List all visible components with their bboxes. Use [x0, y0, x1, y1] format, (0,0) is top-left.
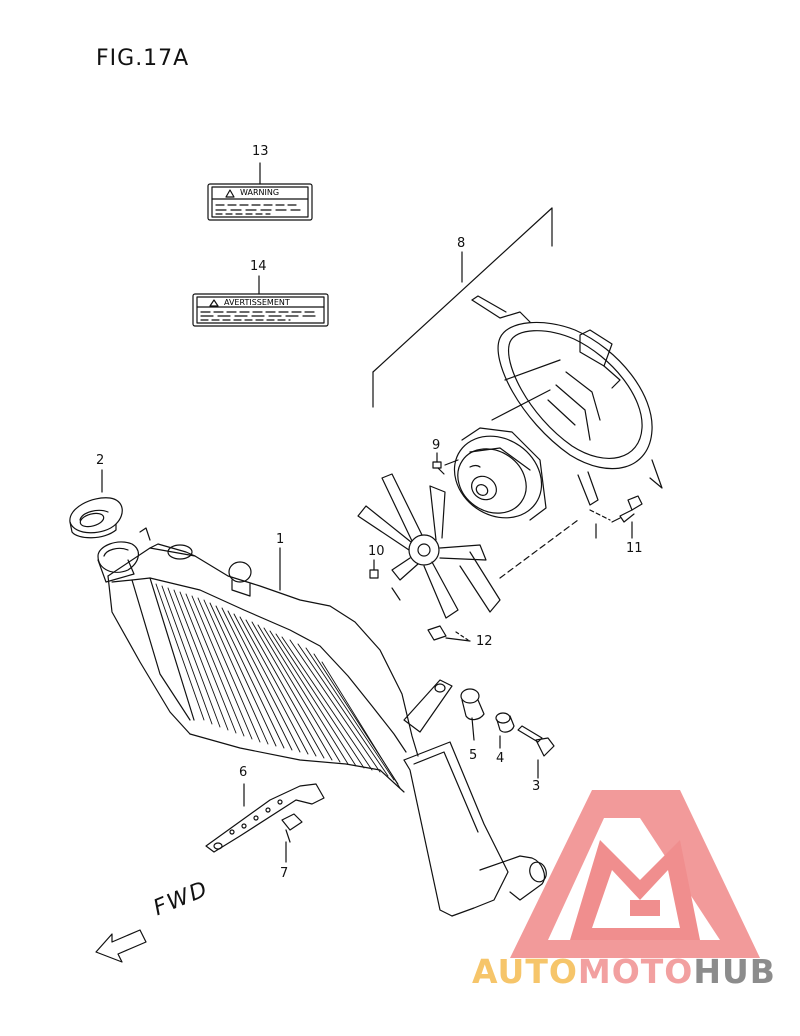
cushion-5-drawing	[460, 688, 485, 741]
fwd-arrow-icon	[95, 929, 147, 963]
screw-9-drawing	[432, 452, 445, 475]
watermark-part-auto: AUTO	[472, 952, 578, 991]
warning-label-drawing	[207, 162, 313, 221]
callout-9: 9	[432, 438, 441, 453]
bolt-11-drawing	[589, 495, 643, 539]
callout-14: 14	[250, 259, 267, 274]
callout-3: 3	[532, 779, 541, 794]
avertissement-label-text: AVERTISSEMENT	[224, 298, 290, 307]
watermark-part-moto: MOTO	[577, 952, 694, 991]
callout-11: 11	[626, 541, 643, 556]
automotohub-logo-icon	[510, 790, 760, 958]
callout-10: 10	[368, 544, 385, 559]
bolt-3-drawing	[517, 725, 555, 779]
bracket-6-drawing	[205, 783, 325, 853]
nut-12-drawing	[427, 625, 471, 642]
screw-10-drawing	[369, 559, 379, 579]
callout-2: 2	[96, 453, 105, 468]
watermark-part-hub: HUB	[693, 952, 776, 991]
callout-5: 5	[469, 748, 478, 763]
fan-shroud-drawing	[471, 295, 663, 506]
callout-8: 8	[457, 236, 466, 251]
radiator-cap-drawing	[69, 469, 123, 539]
callout-13: 13	[252, 144, 269, 159]
collar-4-drawing	[495, 712, 515, 749]
callout-1: 1	[276, 532, 285, 547]
avertissement-label-drawing	[192, 275, 329, 327]
figure-title: FIG.17A	[96, 46, 190, 71]
callout-12: 12	[476, 634, 493, 649]
callout-7: 7	[280, 866, 289, 881]
warning-label-text: WARNING	[240, 188, 280, 197]
fan-motor-drawing	[444, 427, 547, 521]
watermark-brand: AUTOMOTOHUB	[472, 952, 776, 991]
assembly-bracket-8	[372, 207, 553, 408]
callout-6: 6	[239, 765, 248, 780]
fan-blade-drawing	[357, 473, 501, 619]
bolt-7-drawing	[281, 813, 303, 863]
callout-4: 4	[496, 751, 505, 766]
radiator-drawing	[97, 527, 547, 917]
radiator-core-fins	[155, 583, 401, 789]
